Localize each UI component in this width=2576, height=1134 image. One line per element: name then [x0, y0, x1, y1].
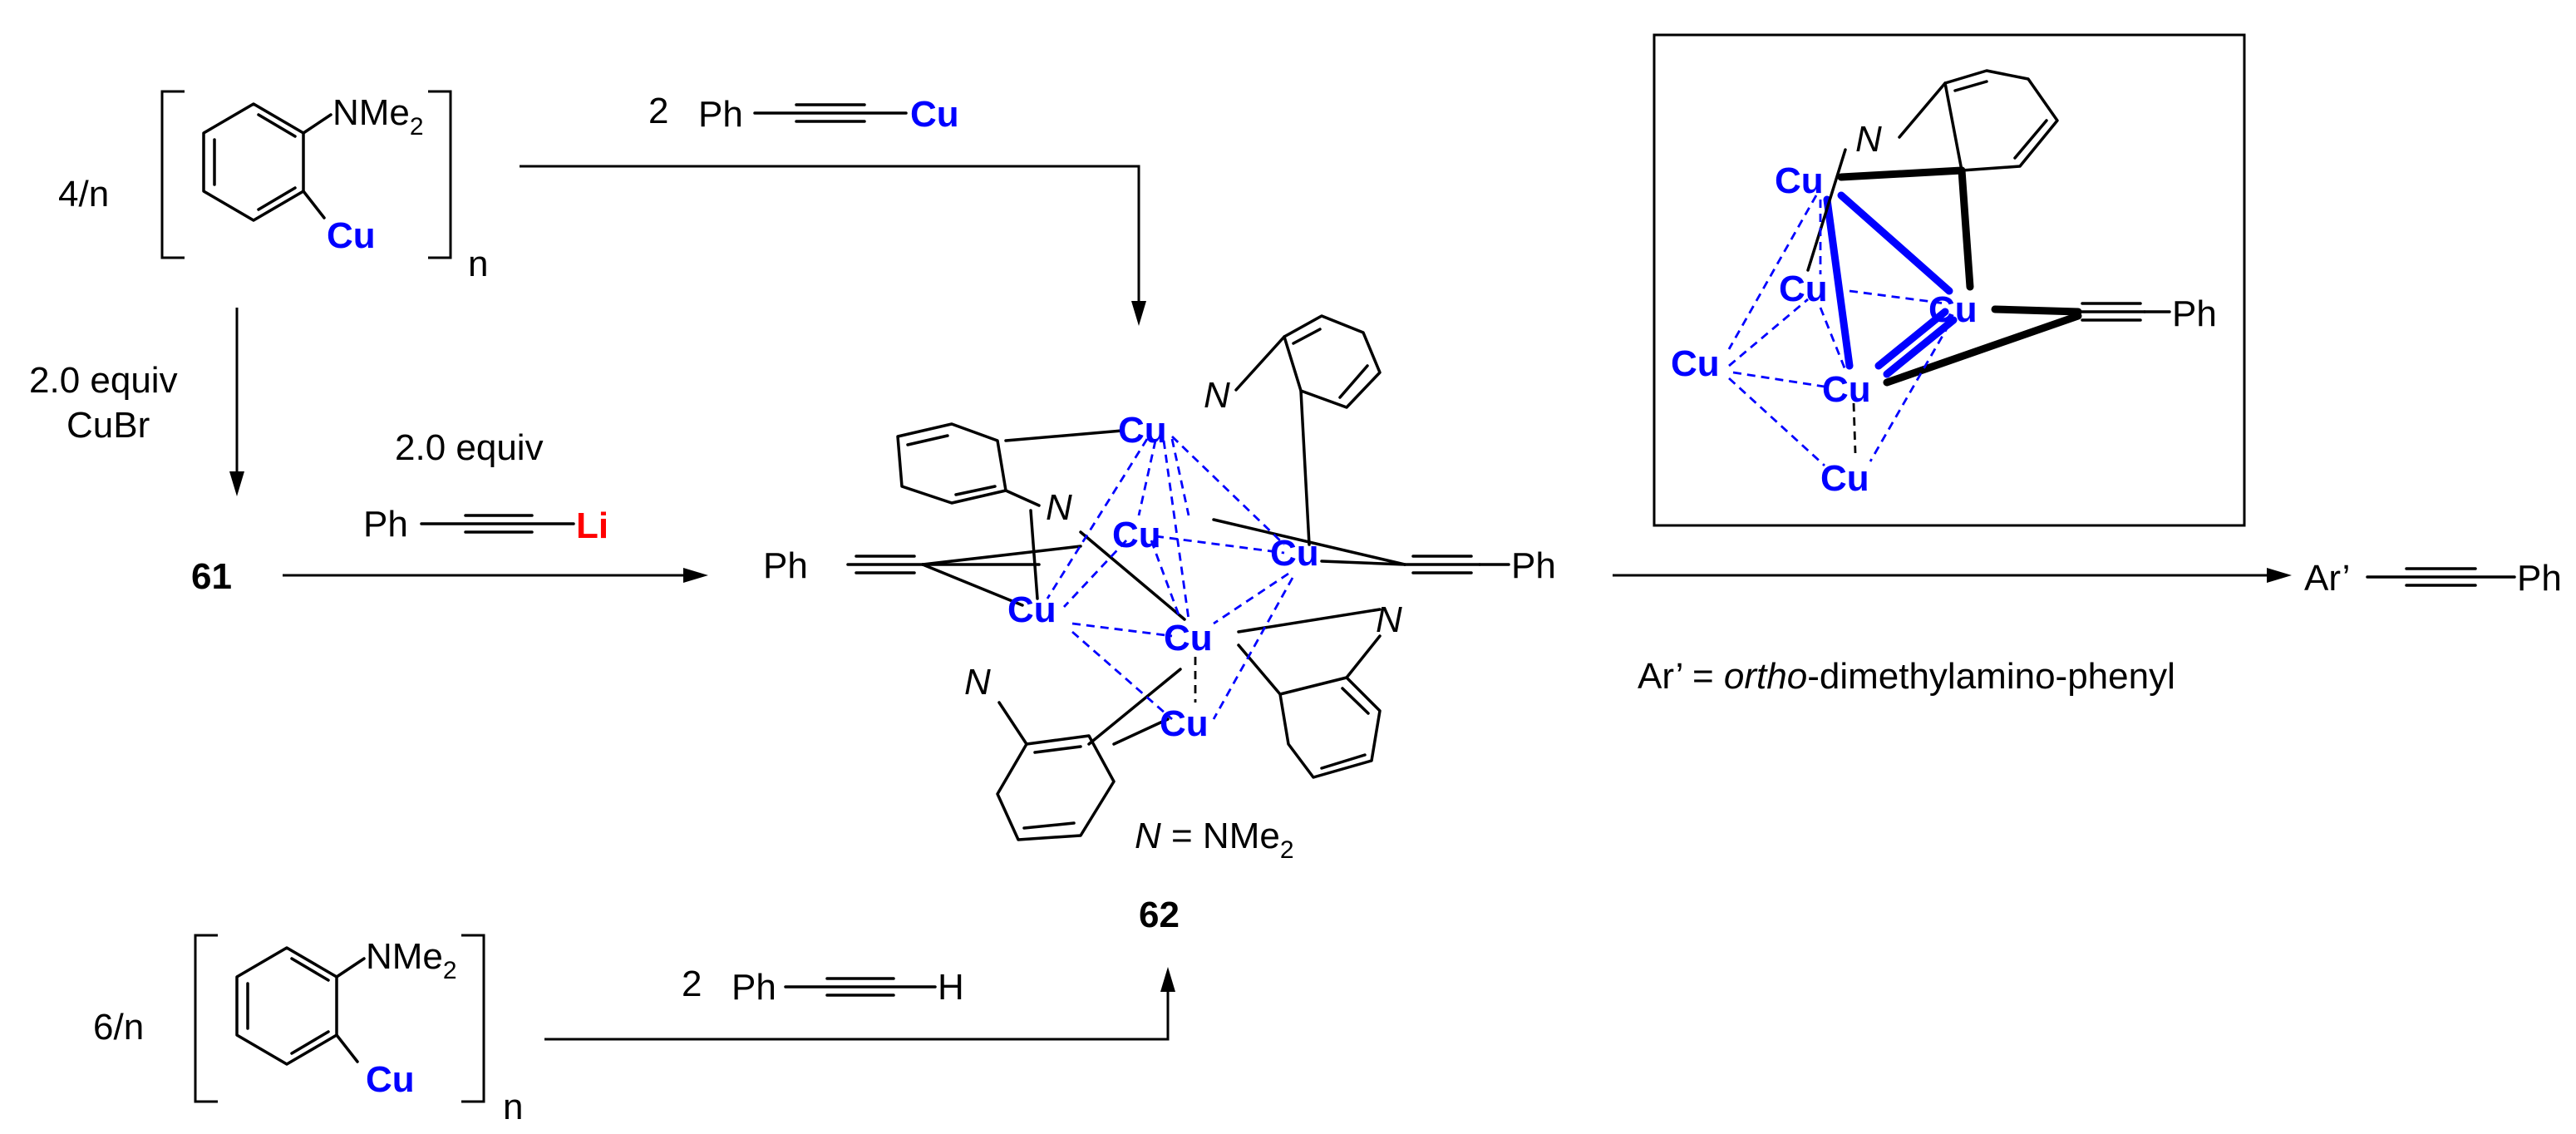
- inset-cu-left: Cu: [1671, 343, 1720, 384]
- top-arrow-coefficient: 2: [648, 91, 668, 131]
- bottom-arrow-h: H: [938, 967, 964, 1008]
- bracket-left: [194, 934, 218, 1103]
- triple-bond: [2366, 567, 2516, 587]
- bracket-left: [160, 90, 185, 259]
- arrow-top: 2 Ph Cu: [520, 91, 1146, 326]
- cluster-cu-left: Cu: [1007, 589, 1057, 630]
- aryl-ring-lower-right: [1278, 676, 1382, 779]
- down-arrow-line1: 2.0 equiv: [29, 360, 178, 401]
- aryl-ring-lower-left: [996, 734, 1116, 841]
- arrow-middle: 2.0 equiv Ph Li: [283, 427, 708, 583]
- arrow-final: Ar’ = ortho-dimethylamino-phenyl: [1613, 568, 2292, 697]
- bottom-arrow-coefficient: 2: [682, 964, 702, 1004]
- cluster-cu-bottom: Cu: [1160, 703, 1209, 744]
- product-ph: Ph: [2517, 558, 2562, 599]
- inset-frame: [1652, 33, 2246, 527]
- cu-label: Cu: [327, 215, 376, 256]
- inset-cu-bottom: Cu: [1820, 458, 1869, 499]
- aryl-ring: [235, 946, 366, 1066]
- cluster-n-upper-left: N: [1046, 487, 1072, 528]
- cluster-ph-right: Ph: [1511, 545, 1556, 586]
- inset-cu-center: Cu: [1822, 369, 1871, 410]
- inset-aryl-ring: [1943, 69, 2059, 172]
- aryl-ring-upper-left: [896, 422, 1007, 505]
- cluster-n-lower-left: N: [964, 662, 991, 703]
- arrow-down: 2.0 equiv CuBr: [29, 308, 244, 496]
- cluster-legend: N = NMe2: [1135, 816, 1294, 864]
- triple-bond: [420, 514, 575, 534]
- inset-ph: Ph: [2172, 293, 2217, 334]
- cluster-n-upper-right: N: [1204, 375, 1230, 416]
- cluster-62: N N N N Cu Cu Cu Cu Cu Cu Ph Ph N = NMe2: [763, 314, 1556, 864]
- reagent-top-coefficient: 4/n: [58, 174, 109, 214]
- poly-subscript: n: [503, 1087, 523, 1127]
- arrow-bottom: 2 Ph H: [544, 964, 1175, 1041]
- reagent-bottom: 6/n NMe2 Cu n: [93, 934, 523, 1127]
- inset-cu-upper: Cu: [1779, 269, 1828, 309]
- final-arrow-note: Ar’ = ortho-dimethylamino-phenyl: [1638, 656, 2175, 697]
- triple-bond: [753, 103, 908, 123]
- inset-n: N: [1855, 119, 1882, 160]
- cluster-cu-right: Cu: [1270, 533, 1319, 574]
- bottom-arrow-ph: Ph: [731, 967, 776, 1008]
- middle-arrow-equiv: 2.0 equiv: [395, 427, 544, 468]
- cluster-cu-upper-mid: Cu: [1112, 515, 1161, 555]
- compound-62: 62: [1139, 895, 1180, 935]
- inset-cu-top: Cu: [1775, 160, 1824, 201]
- top-arrow-ph: Ph: [698, 94, 743, 135]
- inset-structure: N Cu Cu Cu Cu Cu Cu Ph: [1652, 33, 2246, 527]
- product-ar: Ar’: [2304, 558, 2350, 599]
- top-arrow-cu: Cu: [910, 94, 959, 135]
- triple-bond: [784, 977, 937, 997]
- reagent-top: 4/n NMe2 Cu n: [58, 90, 488, 284]
- bracket-right: [461, 934, 485, 1103]
- product: Ar’ Ph: [2304, 558, 2562, 599]
- cluster-cu-top: Cu: [1118, 410, 1167, 451]
- aryl-ring-upper-right: [1283, 314, 1382, 409]
- middle-arrow-ph: Ph: [363, 504, 408, 545]
- aryl-ring: [202, 102, 332, 222]
- nme2-label: NMe2: [332, 92, 424, 141]
- cluster-ph-left: Ph: [763, 545, 808, 586]
- middle-arrow-li: Li: [576, 505, 608, 546]
- nme2-label: NMe2: [366, 936, 457, 984]
- inset-cu-right: Cu: [1928, 289, 1978, 330]
- cluster-n-lower-right: N: [1376, 599, 1402, 640]
- cu-label: Cu: [366, 1059, 415, 1100]
- bracket-right: [428, 90, 452, 259]
- poly-subscript: n: [468, 244, 488, 284]
- reagent-bottom-coefficient: 6/n: [93, 1007, 144, 1048]
- compound-61: 61: [191, 556, 232, 597]
- cluster-cu-center: Cu: [1164, 618, 1213, 658]
- down-arrow-line2: CuBr: [66, 405, 150, 446]
